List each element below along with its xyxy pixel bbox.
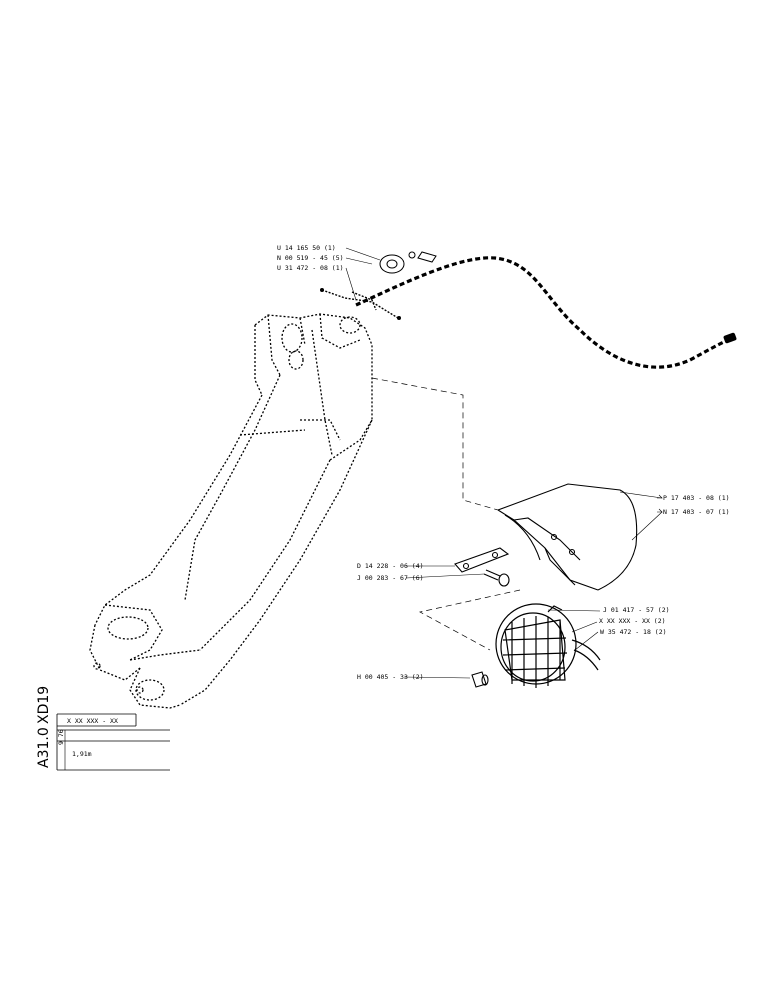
cable-branch	[321, 289, 399, 319]
grommet	[379, 254, 405, 274]
callout-lamp-bulb: H 00 405 - 33 (2)	[357, 673, 424, 681]
cable-plug	[723, 332, 737, 344]
title-length: 1,91m	[72, 750, 92, 758]
mounting-bracket	[454, 547, 510, 573]
leader-lines	[345, 247, 663, 679]
title-date: 9 76	[57, 729, 65, 745]
callout-lamp-unit: X XX XXX - XX (2)	[599, 617, 666, 625]
cable-clip	[408, 251, 437, 263]
title-part-code: X XX XXX - XX	[67, 717, 118, 725]
cable	[355, 256, 729, 369]
callout-cable-a: U 14 165 50 (1)	[277, 244, 336, 252]
assembly-guide-line	[371, 377, 499, 511]
title-block: XD19 A31.0 X XX XXX - XX 9 76 1,91m	[36, 686, 170, 771]
callout-lamp-ring: J 01 417 - 57 (2)	[603, 606, 670, 614]
callout-bracket-bolt: J 00 283 - 67 (6)	[357, 574, 424, 582]
lamp-guard	[497, 483, 638, 591]
cable-end-right	[397, 316, 401, 320]
document-code-bottom: A31.0	[36, 727, 52, 768]
bracket-bolt	[483, 569, 510, 587]
lamp-bulb	[471, 671, 489, 688]
callout-cable-b: N 00 519 - 45 (5)	[277, 254, 344, 262]
callout-guard-left: N 17 403 - 07 (1)	[663, 508, 730, 516]
callout-guard-right: P 17 403 - 08 (1)	[663, 494, 730, 502]
callout-bracket: D 14 228 - 06 (4)	[357, 562, 424, 570]
boom-arm	[89, 313, 373, 709]
callout-cable-c: U 31 472 - 08 (1)	[277, 264, 344, 272]
assembly-guide-line-lower	[419, 589, 521, 651]
work-lamp	[495, 603, 601, 688]
callout-lamp-wire: W 35 472 - 18 (2)	[600, 628, 667, 636]
arrow-guard-right	[657, 494, 663, 499]
arrow-guard-left	[657, 508, 663, 513]
cable-end-left	[320, 288, 324, 292]
document-code-top: XD19	[36, 686, 52, 724]
